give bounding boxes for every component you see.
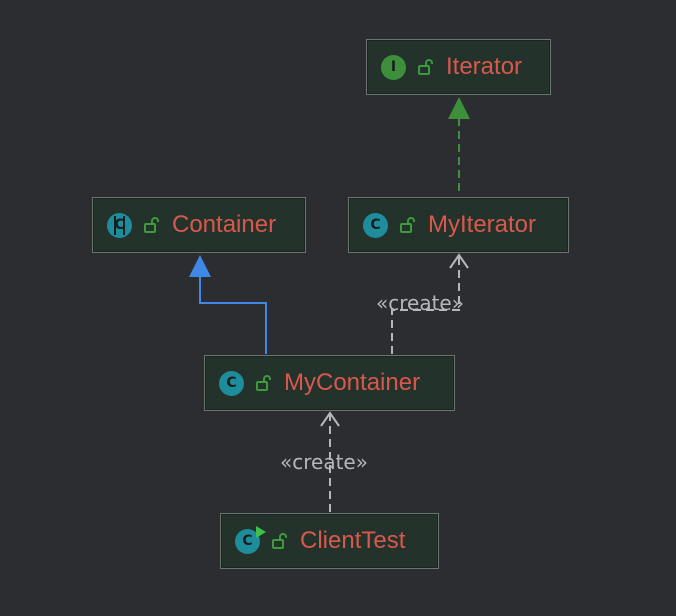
unlocked-padlock-icon xyxy=(400,217,415,233)
badge-letter: C xyxy=(226,375,237,391)
run-triangle-icon xyxy=(256,525,266,538)
edge-extends-mycontainer-container[interactable] xyxy=(189,255,267,354)
open-arrowhead-icon xyxy=(449,253,469,269)
unlocked-padlock-icon xyxy=(418,59,433,75)
node-myiterator[interactable]: C MyIterator xyxy=(348,197,569,253)
unlocked-padlock-icon xyxy=(256,375,271,391)
edge-implements-myiterator-iterator[interactable] xyxy=(448,97,470,196)
edge-create-mycontainer-myiterator[interactable] xyxy=(391,253,469,354)
unlocked-padlock-icon xyxy=(272,533,287,549)
abstract-class-c-icon: C xyxy=(107,212,132,238)
runnable-class-c-icon: C xyxy=(235,525,266,554)
extends-arrowhead-icon xyxy=(189,255,211,277)
node-mycontainer[interactable]: C MyContainer xyxy=(204,355,455,411)
node-iterator[interactable]: I Iterator xyxy=(366,39,551,95)
class-c-icon: C xyxy=(219,370,244,396)
node-label: MyIterator xyxy=(428,211,537,238)
badge-letter: C xyxy=(242,533,253,549)
create-stereotype-label: «create» xyxy=(376,291,464,315)
node-label: ClientTest xyxy=(300,527,406,554)
node-container[interactable]: C Container xyxy=(92,197,306,253)
class-c-icon: C xyxy=(363,212,388,238)
node-label: MyContainer xyxy=(284,369,421,396)
node-label: Container xyxy=(172,211,277,238)
create-stereotype-label: «create» xyxy=(280,450,368,474)
unlocked-padlock-icon xyxy=(144,217,159,233)
interface-i-icon: I xyxy=(381,54,406,80)
edge-create-clienttest-mycontainer[interactable] xyxy=(320,411,340,512)
node-clienttest[interactable]: C ClientTest xyxy=(220,513,439,569)
badge-letter: C xyxy=(370,217,381,233)
implements-arrowhead-icon xyxy=(448,97,470,119)
open-arrowhead-icon xyxy=(320,411,340,427)
badge-letter: C xyxy=(114,217,125,233)
node-label: Iterator xyxy=(446,53,523,80)
